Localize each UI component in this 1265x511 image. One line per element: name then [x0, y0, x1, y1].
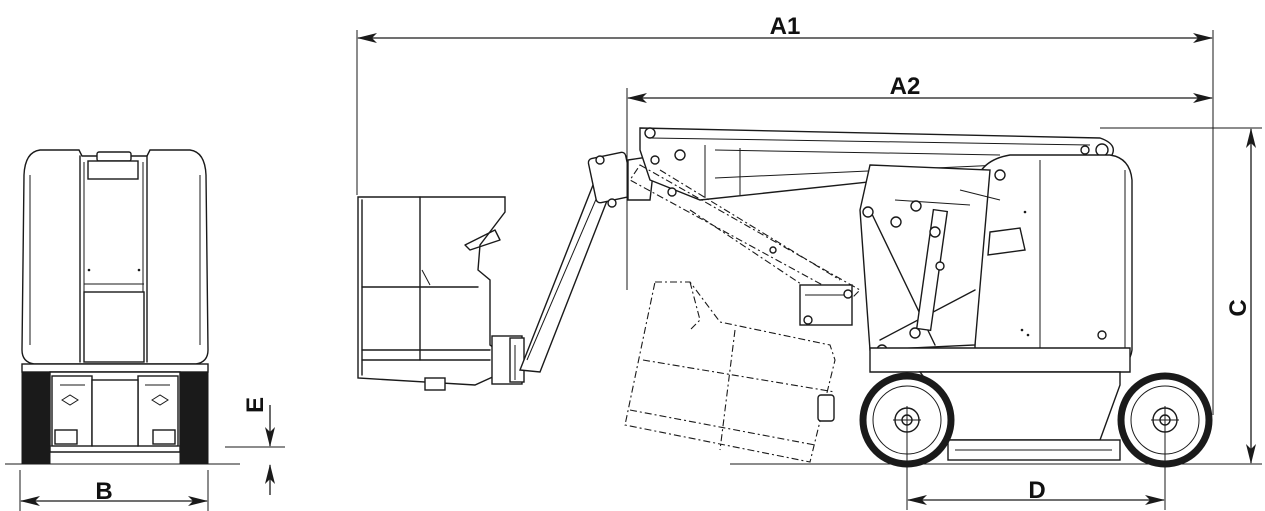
- dimension-a2: A2: [626, 73, 1213, 290]
- dimension-d: D: [906, 430, 1166, 510]
- front-view: [5, 149, 240, 465]
- dimension-b: B: [19, 470, 209, 511]
- platform-basket-stowed: [624, 281, 836, 463]
- label-a1: A1: [770, 13, 801, 40]
- dimension-c: C: [1100, 127, 1262, 465]
- label-a2: A2: [890, 73, 921, 100]
- stowed-boom-dashed: [629, 164, 861, 326]
- platform-basket-extended: [357, 196, 525, 391]
- dimension-e: E: [225, 397, 285, 495]
- jib-arm: [519, 151, 656, 373]
- label-e: E: [242, 397, 269, 413]
- side-view: [357, 127, 1240, 468]
- dimension-a1: A1: [356, 13, 1214, 415]
- chassis: [859, 154, 1133, 461]
- label-d: D: [1028, 477, 1045, 504]
- label-b: B: [95, 478, 112, 505]
- label-c: C: [1225, 299, 1252, 316]
